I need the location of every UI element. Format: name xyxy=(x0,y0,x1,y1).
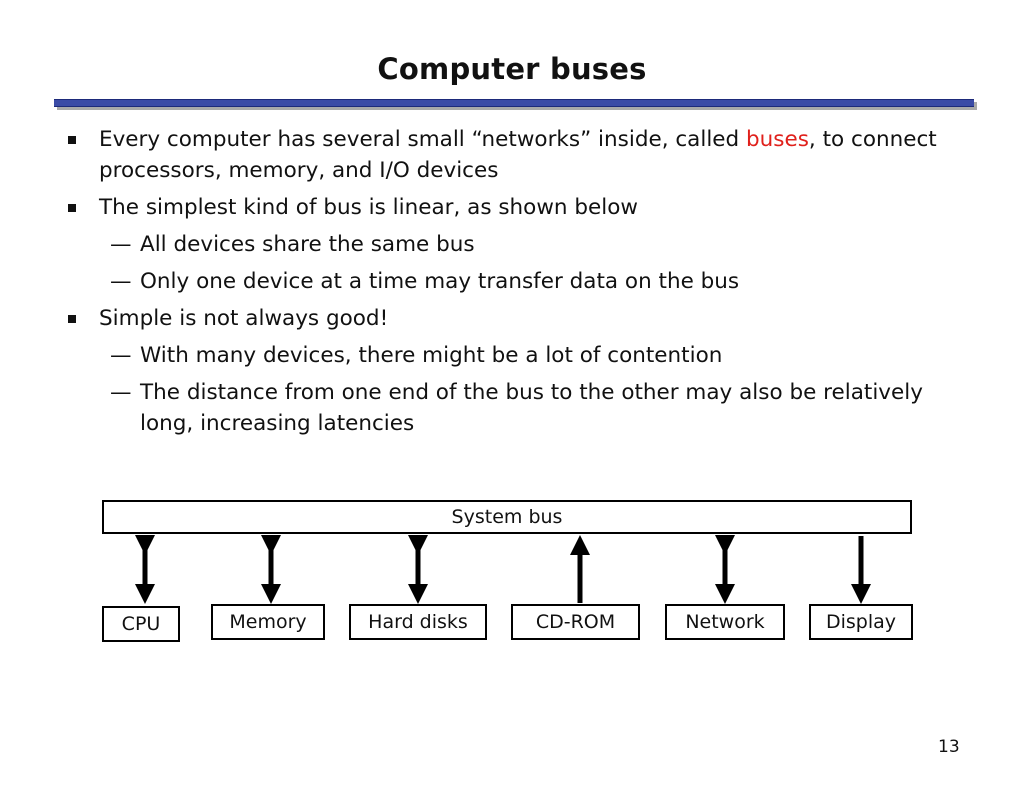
dash-bullet-icon: — xyxy=(110,232,132,257)
bullet-text: Every computer has several small “networ… xyxy=(99,127,747,152)
bullet-item: The simplest kind of bus is linear, as s… xyxy=(64,192,944,223)
bullet-item: Simple is not always good! xyxy=(64,303,944,334)
square-bullet-icon xyxy=(68,136,76,144)
sub-bullet-text: Only one device at a time may transfer d… xyxy=(140,269,740,294)
system-bus-box: System bus xyxy=(102,500,912,534)
bullet-text: Simple is not always good! xyxy=(99,306,389,331)
sub-bullet-item: — Only one device at a time may transfer… xyxy=(64,266,944,297)
sub-bullet-item: — With many devices, there might be a lo… xyxy=(64,340,944,371)
page-number: 13 xyxy=(938,737,960,757)
sub-bullet-item: — The distance from one end of the bus t… xyxy=(64,377,944,439)
dash-bullet-icon: — xyxy=(110,343,132,368)
bullet-item: Every computer has several small “networ… xyxy=(64,124,944,186)
square-bullet-icon xyxy=(68,315,76,323)
device-box-cd-rom: CD-ROM xyxy=(511,604,640,640)
square-bullet-icon xyxy=(68,204,76,212)
highlighted-term: buses xyxy=(746,127,809,152)
sub-bullet-item: — All devices share the same bus xyxy=(64,229,944,260)
sub-bullet-text: The distance from one end of the bus to … xyxy=(140,380,923,436)
slide-title: Computer buses xyxy=(377,52,647,86)
bullet-text: , to connect processors, memory, and I/O… xyxy=(99,127,937,183)
bullet-text: The simplest kind of bus is linear, as s… xyxy=(99,195,638,220)
sub-bullet-text: With many devices, there might be a lot … xyxy=(140,343,723,368)
bullet-list: Every computer has several small “networ… xyxy=(64,124,944,445)
dash-bullet-icon: — xyxy=(110,269,132,294)
device-box-cpu: CPU xyxy=(102,606,180,642)
dash-bullet-icon: — xyxy=(110,380,132,405)
device-box-memory: Memory xyxy=(211,604,325,640)
sub-bullet-text: All devices share the same bus xyxy=(140,232,475,257)
device-box-network: Network xyxy=(665,604,785,640)
title-divider xyxy=(54,99,974,107)
device-box-hard-disks: Hard disks xyxy=(349,604,487,640)
device-box-display: Display xyxy=(809,604,913,640)
